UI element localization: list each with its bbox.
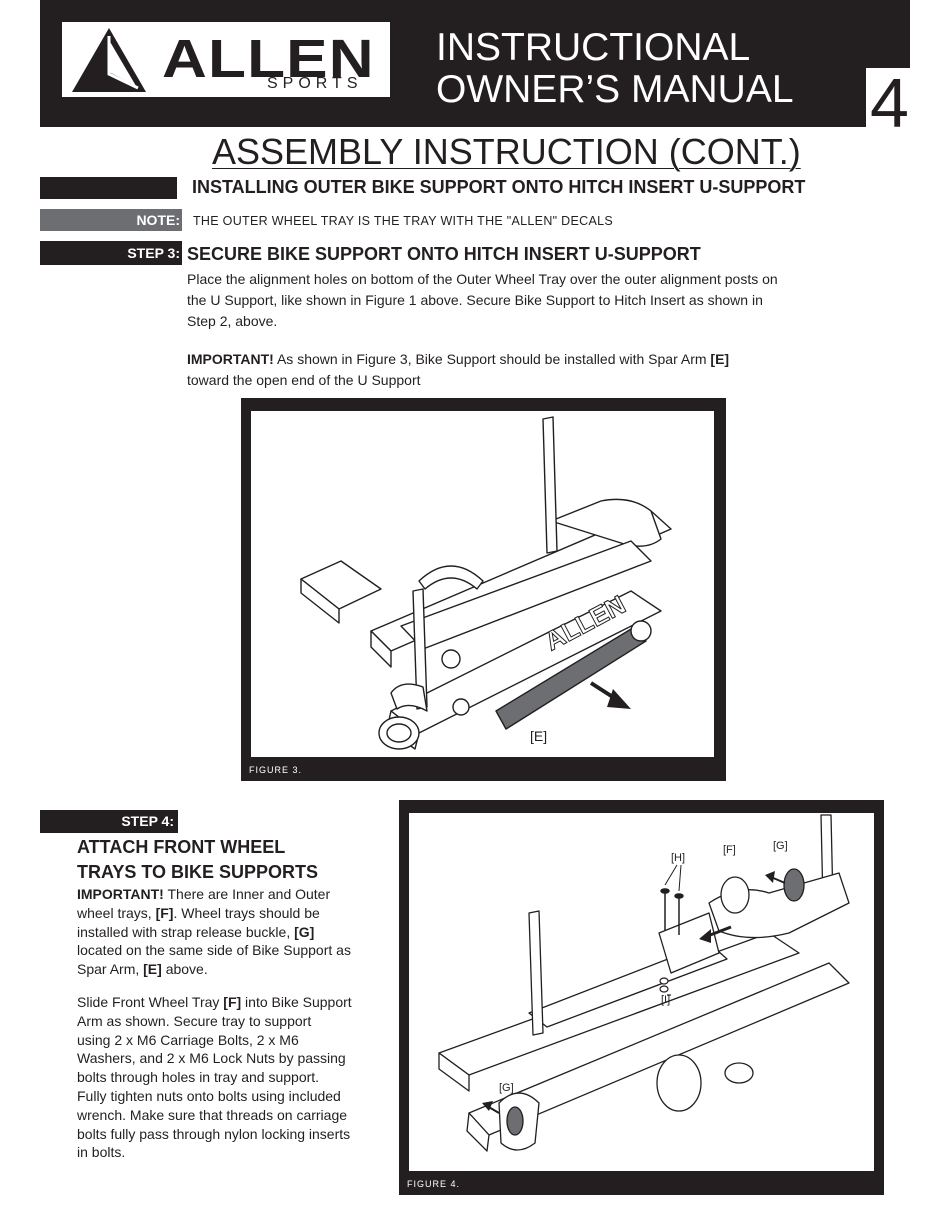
step3-line-1: Place the alignment holes on bottom of t…	[187, 271, 778, 287]
important-text-a: As shown in Figure 3, Bike Support shoul…	[273, 351, 711, 367]
nut-icon	[659, 977, 671, 996]
ref-e-step4: [E]	[143, 961, 162, 978]
ref-e: [E]	[710, 351, 730, 367]
step4-imp-line-2: wheel trays, [F]. Wheel trays should be	[77, 904, 397, 923]
step4-slide-line-5: bolts through holes in tray and support.	[77, 1069, 320, 1086]
brand-subtitle: SPORTS	[267, 75, 363, 92]
figure-4-frame: [H] [F] [G] [I] [G] FIGURE 4.	[399, 800, 884, 1195]
callout-h: [H]	[671, 852, 685, 864]
bike-support-illustration: ALLEN [E]	[300, 416, 672, 750]
step4-imp-text-3a: installed with strap release buckle,	[77, 923, 295, 940]
step4-important-label: IMPORTANT!	[77, 886, 164, 902]
subheading: INSTALLING OUTER BIKE SUPPORT ONTO HITCH…	[192, 177, 806, 197]
step4-slide-line-1: Slide Front Wheel Tray [F] into Bike Sup…	[77, 993, 397, 1012]
step3-bar	[40, 241, 182, 265]
step4-imp-text-2a: wheel trays,	[77, 904, 156, 921]
step3-line-3: Step 2, above.	[187, 313, 278, 329]
step3-important-line-1: IMPORTANT! As shown in Figure 3, Bike Su…	[187, 349, 867, 370]
step4-label: STEP 4:	[121, 813, 174, 829]
figure-4-canvas: [H] [F] [G] [I] [G]	[409, 813, 874, 1171]
brand-name: ALLEN	[162, 29, 375, 89]
step4-slide-line-8: bolts fully pass through nylon locking i…	[77, 1125, 351, 1142]
step4-slide-line-6: Fully tighten nuts onto bolts using incl…	[77, 1087, 341, 1104]
figure-4-caption: FIGURE 4.	[407, 1179, 461, 1189]
header-banner: ALLEN SPORTS ® INSTRUCTIONAL OWNER’S MAN…	[40, 0, 910, 127]
step3-important-line-2: toward the open end of the U Support	[187, 372, 421, 388]
step4-bar	[40, 810, 178, 833]
subheading-bar	[40, 177, 177, 199]
step4-imp-line-5: Spar Arm, [E] above.	[77, 960, 397, 979]
step4-imp-line-1: IMPORTANT! There are Inner and Outer	[77, 885, 397, 904]
note-text: THE OUTER WHEEL TRAY IS THE TRAY WITH TH…	[193, 214, 613, 228]
direction-arrow-icon	[589, 681, 631, 709]
step3-paragraph: Place the alignment holes on bottom of t…	[187, 269, 867, 332]
wheel-tray-illustration: [H] [F] [G] [I] [G]	[438, 814, 850, 1152]
step4-heading-line-2: TRAYS TO BIKE SUPPORTS	[77, 862, 319, 882]
callout-e: [E]	[530, 728, 547, 744]
step4-slide-line-7: wrench. Make sure that threads on carria…	[77, 1106, 348, 1123]
brand-logo: ALLEN SPORTS ®	[62, 22, 397, 97]
step4-slide-line-2: Arm as shown. Secure tray to support	[77, 1012, 312, 1029]
figure-3-caption: FIGURE 3.	[249, 765, 303, 775]
step4-heading: ATTACH FRONT WHEEL TRAYS TO BIKE SUPPORT…	[77, 835, 377, 885]
step4-slide-line-3: using 2 x M6 Carriage Bolts, 2 x M6	[77, 1031, 299, 1048]
step4-imp-text-1: There are Inner and Outer	[163, 886, 331, 902]
step4-slide-text-1a: Slide Front Wheel Tray	[77, 994, 224, 1010]
step3-important: IMPORTANT! As shown in Figure 3, Bike Su…	[187, 349, 867, 391]
callout-i: [I]	[661, 994, 670, 1006]
step3-heading: SECURE BIKE SUPPORT ONTO HITCH INSERT U-…	[187, 244, 701, 264]
figure-3-frame: ALLEN [E] FIGURE 3.	[241, 398, 726, 781]
slide-ref-f: [F]	[223, 994, 242, 1010]
ref-f: [F]	[155, 904, 174, 921]
callout-g-top: [G]	[773, 840, 788, 852]
step4-important: IMPORTANT! There are Inner and Outer whe…	[77, 885, 397, 979]
ref-g: [G]	[294, 923, 315, 940]
note-label: NOTE:	[136, 212, 180, 228]
step4-slide-text-1b: into Bike Support	[241, 994, 352, 1010]
step4-slide-line-9: in bolts.	[77, 1144, 126, 1161]
page-number: 4	[866, 68, 913, 138]
registered-mark: ®	[390, 66, 397, 76]
step4-imp-line-4: located on the same side of Bike Support…	[77, 942, 351, 959]
callout-f: [F]	[723, 844, 736, 856]
note-bar	[40, 209, 182, 231]
manual-title-line-1: INSTRUCTIONAL	[436, 26, 751, 69]
step4-heading-line-1: ATTACH FRONT WHEEL	[77, 837, 286, 857]
figure-3-canvas: ALLEN [E]	[251, 411, 714, 757]
important-label: IMPORTANT!	[187, 351, 274, 367]
section-title: ASSEMBLY INSTRUCTION (CONT.)	[212, 131, 801, 172]
step4-slide-line-4: Washers, and 2 x M6 Lock Nuts by passing	[77, 1050, 346, 1067]
direction-arrow-icon	[482, 871, 786, 1114]
bolt-icon	[660, 864, 684, 935]
step4-imp-text-2b: . Wheel trays should be	[173, 904, 320, 921]
step4-imp-text-5b: above.	[161, 961, 208, 978]
step3-line-2: the U Support, like shown in Figure 1 ab…	[187, 292, 763, 308]
triangle-logo-icon	[72, 28, 146, 92]
callout-g-bottom: [G]	[499, 1082, 514, 1094]
step4-imp-text-5a: Spar Arm,	[77, 961, 144, 978]
step4-imp-line-3: installed with strap release buckle, [G]	[77, 923, 397, 942]
step3-label: STEP 3:	[127, 245, 180, 261]
manual-title-line-2: OWNER’S MANUAL	[436, 68, 794, 111]
step4-slide-paragraph: Slide Front Wheel Tray [F] into Bike Sup…	[77, 993, 397, 1162]
